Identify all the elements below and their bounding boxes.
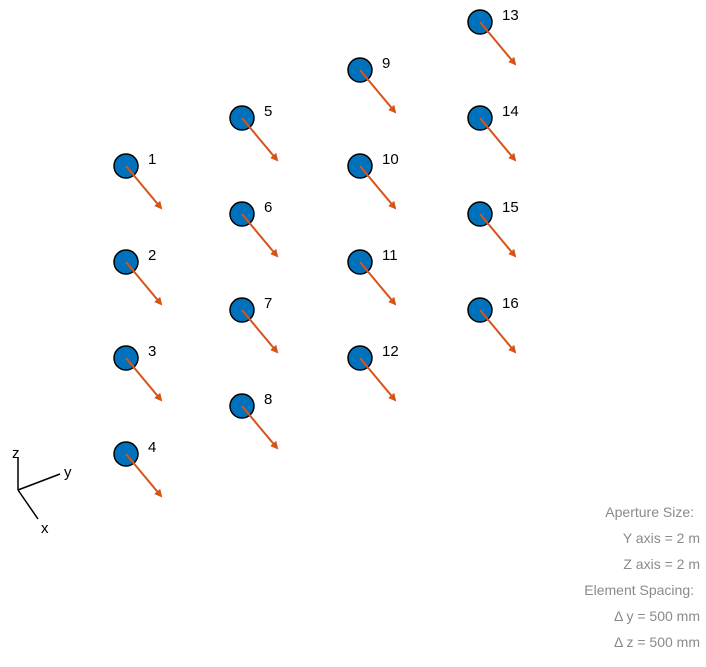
element-normal-arrow: [479, 117, 517, 162]
element-normal-arrow: [359, 357, 397, 402]
axes-triad: z y x: [12, 445, 72, 537]
array-element: 15: [467, 199, 519, 258]
array-element: 1: [113, 151, 163, 210]
array-element: 6: [229, 199, 279, 258]
element-normal-arrow: [125, 165, 163, 210]
element-label: 11: [382, 247, 398, 264]
spacing-dy: Δ y = 500 mm: [614, 608, 700, 624]
element-label: 6: [264, 199, 272, 216]
aperture-z-axis: Z axis = 2 m: [623, 556, 700, 572]
element-label: 12: [382, 343, 399, 360]
array-element: 5: [229, 103, 279, 162]
array-element: 2: [113, 247, 163, 306]
x-axis-line: [17, 489, 39, 520]
array-element: 8: [229, 391, 279, 450]
element-normal-arrow: [125, 453, 163, 498]
element-label: 14: [502, 103, 519, 120]
array-element: 13: [467, 7, 519, 66]
y-axis-line: [17, 473, 61, 491]
element-label: 13: [502, 7, 519, 24]
element-normal-arrow: [125, 261, 163, 306]
element-normal-arrow: [241, 405, 279, 450]
element-normal-arrow: [479, 309, 517, 354]
element-label: 4: [148, 439, 156, 456]
element-normal-arrow: [125, 357, 163, 402]
element-label: 8: [264, 391, 272, 408]
element-spacing-title: Element Spacing:: [584, 582, 694, 598]
spacing-dz: Δ z = 500 mm: [614, 634, 700, 650]
element-label: 5: [264, 103, 272, 120]
element-normal-arrow: [359, 69, 397, 114]
element-label: 3: [148, 343, 156, 360]
z-axis-label: z: [12, 445, 20, 462]
element-normal-arrow: [241, 309, 279, 354]
array-element: 3: [113, 343, 163, 402]
array-element: 12: [347, 343, 399, 402]
element-label: 9: [382, 55, 390, 72]
array-element: 14: [467, 103, 519, 162]
element-label: 7: [264, 295, 272, 312]
element-normal-arrow: [359, 165, 397, 210]
element-normal-arrow: [359, 261, 397, 306]
aperture-y-axis: Y axis = 2 m: [623, 530, 700, 546]
array-element: 16: [467, 295, 519, 354]
element-label: 10: [382, 151, 399, 168]
element-label: 1: [148, 151, 156, 168]
element-normal-arrow: [479, 213, 517, 258]
element-label: 2: [148, 247, 156, 264]
element-normal-arrow: [241, 213, 279, 258]
array-element: 10: [347, 151, 399, 210]
array-element: 11: [347, 247, 398, 306]
element-normal-arrow: [479, 21, 517, 66]
aperture-size-title: Aperture Size:: [605, 504, 694, 520]
element-normal-arrow: [241, 117, 279, 162]
element-label: 16: [502, 295, 519, 312]
array-element: 7: [229, 295, 279, 354]
array-element: 9: [347, 55, 397, 114]
element-label: 15: [502, 199, 519, 216]
array-info: Aperture Size: Y axis = 2 m Z axis = 2 m…: [584, 504, 700, 650]
x-axis-label: x: [41, 520, 49, 537]
y-axis-label: y: [64, 464, 72, 481]
array-element: 4: [113, 439, 163, 498]
